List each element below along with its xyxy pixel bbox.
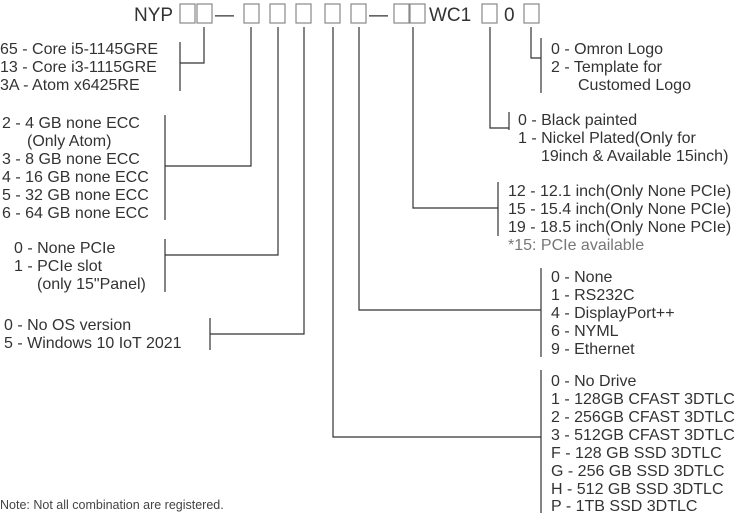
connector-memory — [165, 27, 252, 167]
option-drive-p: P - 1TB SSD 3DTLC — [551, 498, 697, 513]
option-os-5: 5 - Windows 10 IoT 2021 — [4, 335, 182, 352]
code-box-pcie — [269, 3, 286, 24]
code-fixed-digit: 0 — [504, 5, 515, 26]
option-cpu-3a: 3A - Atom x6425RE — [0, 77, 140, 94]
code-box-frame — [481, 3, 498, 24]
code-dash-2: — — [369, 5, 388, 26]
option-interface-0: 0 - None — [551, 269, 612, 286]
option-size-15: 15 - 15.4 inch(Only None PCIe) — [508, 201, 731, 218]
option-memory-3: 3 - 8 GB none ECC — [2, 151, 140, 168]
code-box-drive — [324, 3, 341, 24]
connector-interface — [358, 27, 541, 311]
connector-frame — [489, 27, 509, 129]
option-drive-f: F - 128 GB SSD 3DTLC — [551, 445, 722, 462]
code-box-size-2 — [409, 3, 426, 24]
code-box-size-1 — [393, 3, 410, 24]
option-logo-0: 0 - Omron Logo — [551, 41, 663, 58]
code-box-cpu-2 — [196, 3, 213, 24]
option-interface-6: 6 - NYML — [551, 323, 619, 340]
option-drive-1: 1 - 128GB CFAST 3DTLC — [551, 391, 735, 408]
option-drive-h: H - 512 GB SSD 3DTLC — [551, 481, 724, 498]
option-cpu-13: 13 - Core i3-1115GRE — [0, 59, 157, 76]
code-dash-1: — — [215, 5, 234, 26]
size-note: *15: PCIe available — [508, 237, 644, 254]
option-drive-g: G - 256 GB SSD 3DTLC — [551, 463, 724, 480]
option-interface-1: 1 - RS232C — [551, 287, 635, 304]
code-prefix: NYP — [134, 5, 173, 26]
option-interface-4: 4 - DisplayPort++ — [551, 305, 675, 322]
connector-pcie — [165, 27, 279, 256]
option-pcie-0: 0 - None PCIe — [14, 240, 115, 257]
code-box-cpu-1 — [179, 3, 196, 24]
option-memory-2: 2 - 4 GB none ECC — [2, 115, 140, 132]
connector-cpu — [180, 27, 205, 64]
option-pcie-1-note: (only 15"Panel) — [37, 276, 146, 293]
code-mid: WC1 — [429, 5, 471, 26]
option-os-0: 0 - No OS version — [4, 317, 131, 334]
footnote: Note: Not all combination are registered… — [0, 498, 224, 512]
option-memory-4: 4 - 16 GB none ECC — [2, 169, 149, 186]
code-box-os — [295, 3, 312, 24]
option-frame-0: 0 - Black painted — [518, 112, 637, 129]
option-memory-6: 6 - 64 GB none ECC — [2, 205, 149, 222]
option-size-12: 12 - 12.1 inch(Only None PCIe) — [508, 183, 731, 200]
option-memory-2-note: (Only Atom) — [27, 133, 111, 150]
connector-size — [412, 27, 498, 209]
option-memory-5: 5 - 32 GB none ECC — [2, 187, 149, 204]
code-box-interface — [350, 3, 367, 24]
option-frame-1-note: 19inch & Available 15inch) — [541, 148, 728, 165]
option-logo-2-note: Customed Logo — [578, 77, 691, 94]
option-drive-2: 2 - 256GB CFAST 3DTLC — [551, 409, 735, 426]
option-pcie-1: 1 - PCIe slot — [14, 258, 103, 275]
connector-os — [210, 27, 305, 335]
connector-drive — [332, 27, 541, 438]
option-drive-0: 0 - No Drive — [551, 373, 636, 390]
code-box-logo — [523, 3, 540, 24]
code-box-memory — [243, 3, 260, 24]
option-size-19: 19 - 18.5 inch(Only None PCIe) — [508, 219, 731, 236]
connector-logo — [530, 27, 541, 59]
option-cpu-65: 65 - Core i5-1145GRE — [0, 41, 158, 58]
option-interface-9: 9 - Ethernet — [551, 341, 635, 358]
option-frame-1: 1 - Nickel Plated(Only for — [518, 130, 697, 147]
option-drive-3: 3 - 512GB CFAST 3DTLC — [551, 427, 735, 444]
option-logo-2: 2 - Template for — [551, 59, 663, 76]
